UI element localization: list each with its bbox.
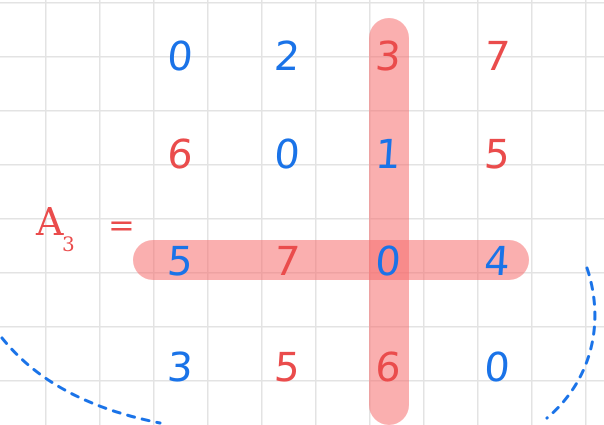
equals-sign: = bbox=[108, 206, 135, 244]
matrix-name: A bbox=[36, 200, 64, 244]
row-highlight bbox=[133, 240, 529, 280]
right-dashed-arc bbox=[545, 266, 597, 420]
matrix-name-subscript: 3 bbox=[62, 232, 75, 256]
column-highlight bbox=[369, 18, 409, 425]
left-dashed-arc bbox=[0, 336, 162, 425]
